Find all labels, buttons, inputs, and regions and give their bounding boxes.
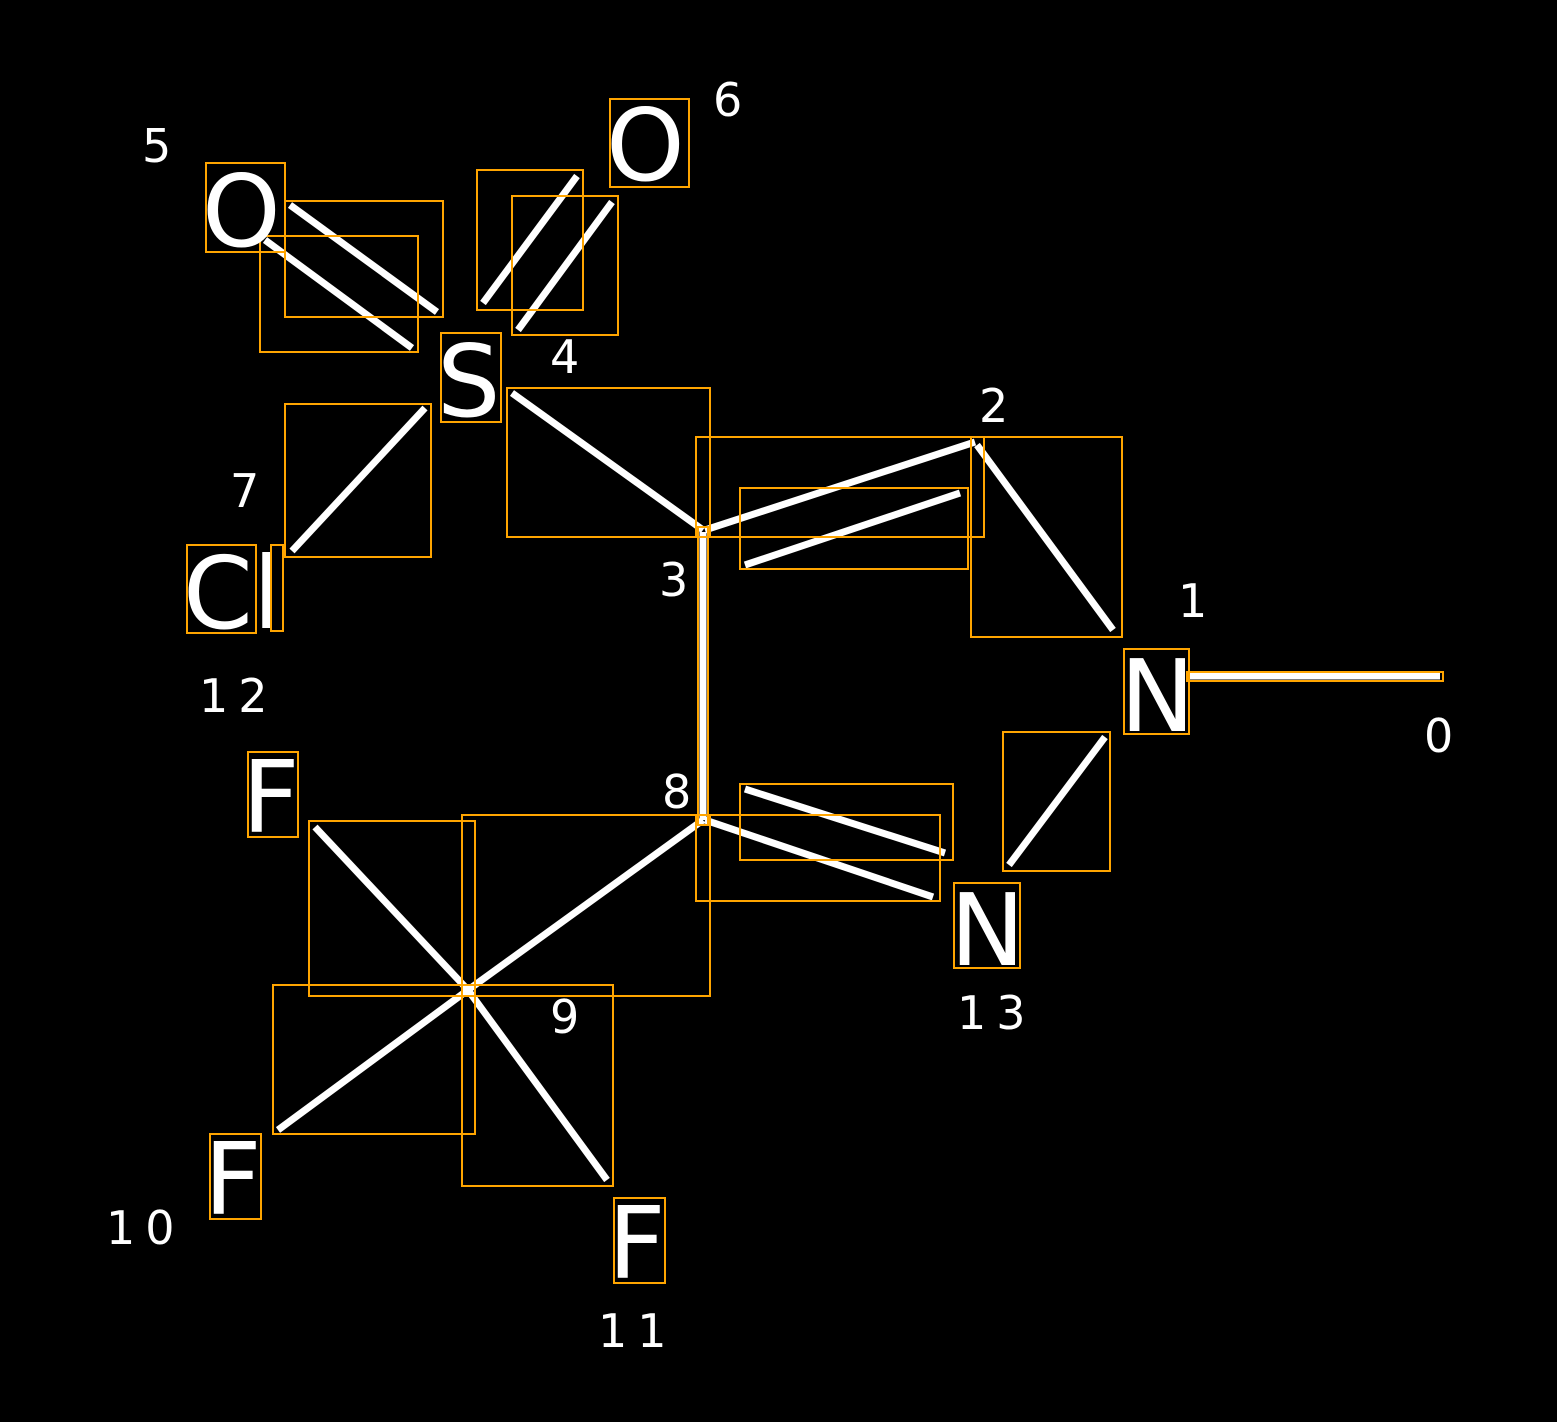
bond-13-1 (1006, 734, 1108, 868)
box (506, 387, 711, 538)
bond-4-6-b (515, 199, 615, 333)
bonds (262, 173, 1440, 1183)
atom-index-12: 12 (199, 669, 278, 723)
atom-13-symbol: N (950, 872, 1025, 989)
box (186, 544, 257, 634)
box (209, 1133, 262, 1220)
atom-indices: 0 1 2 3 4 5 6 7 8 9 10 11 12 13 (106, 73, 1453, 1358)
atom-index-11: 11 (598, 1304, 677, 1358)
bond-9-10 (275, 987, 471, 1133)
box (739, 487, 969, 570)
box (1186, 671, 1444, 682)
bond-8-13-a (703, 816, 935, 901)
box (272, 984, 476, 1135)
atom-index-10: 10 (106, 1201, 185, 1255)
atom-10-symbol: F (204, 1121, 262, 1238)
atom-1-symbol: N (1120, 638, 1195, 755)
bond-4-6-a (480, 173, 580, 306)
atom-12-symbol: F (242, 739, 300, 856)
bond-1-2 (974, 442, 1116, 633)
box (440, 332, 502, 423)
box (205, 162, 286, 253)
box (609, 98, 690, 188)
atom-11-symbol: F (608, 1185, 666, 1302)
bond-4-5-b (262, 237, 415, 351)
box (739, 783, 954, 861)
atom-5-symbol: O (202, 153, 281, 270)
box (697, 526, 709, 826)
atom-index-3: 3 (659, 553, 688, 607)
bond-8-13-b (743, 785, 947, 857)
atom-index-6: 6 (713, 73, 742, 127)
box (259, 235, 419, 353)
box (1123, 648, 1190, 735)
atom-index-13: 13 (957, 986, 1036, 1040)
atom-index-9: 9 (550, 990, 579, 1044)
bond-4-5-a (287, 202, 440, 315)
box (953, 882, 1021, 969)
box (695, 814, 941, 902)
box (476, 169, 584, 311)
box (695, 436, 985, 538)
atom-index-1: 1 (1178, 574, 1207, 628)
box (461, 814, 711, 997)
atom-index-2: 2 (979, 379, 1008, 433)
bond-2-3-b (743, 489, 962, 569)
box (613, 1197, 666, 1284)
box (284, 200, 444, 318)
atom-4-symbol: S (437, 323, 500, 440)
atom-7-symbol: Cl (183, 535, 281, 652)
box (1002, 731, 1111, 872)
box (284, 403, 432, 558)
atom-6-symbol: O (606, 87, 685, 204)
atom-index-7: 7 (230, 464, 259, 518)
bond-4-7 (289, 405, 428, 554)
annotation-boxes (259, 169, 1444, 1187)
bond-2-3-a (703, 438, 977, 534)
atom-labels: N S O O Cl F F F N (183, 87, 1195, 1302)
atom-index-8: 8 (662, 765, 691, 819)
bond-3-4 (509, 390, 706, 533)
box (461, 984, 614, 1187)
box (308, 820, 476, 997)
bond-9-11 (465, 987, 610, 1183)
atom-index-5: 5 (142, 119, 171, 173)
bond-9-12 (312, 824, 471, 993)
box (247, 751, 299, 838)
box (511, 195, 619, 336)
atom-index-4: 4 (550, 330, 579, 384)
bond-8-9 (465, 817, 706, 993)
box (270, 544, 284, 632)
atom-index-0: 0 (1424, 709, 1453, 763)
